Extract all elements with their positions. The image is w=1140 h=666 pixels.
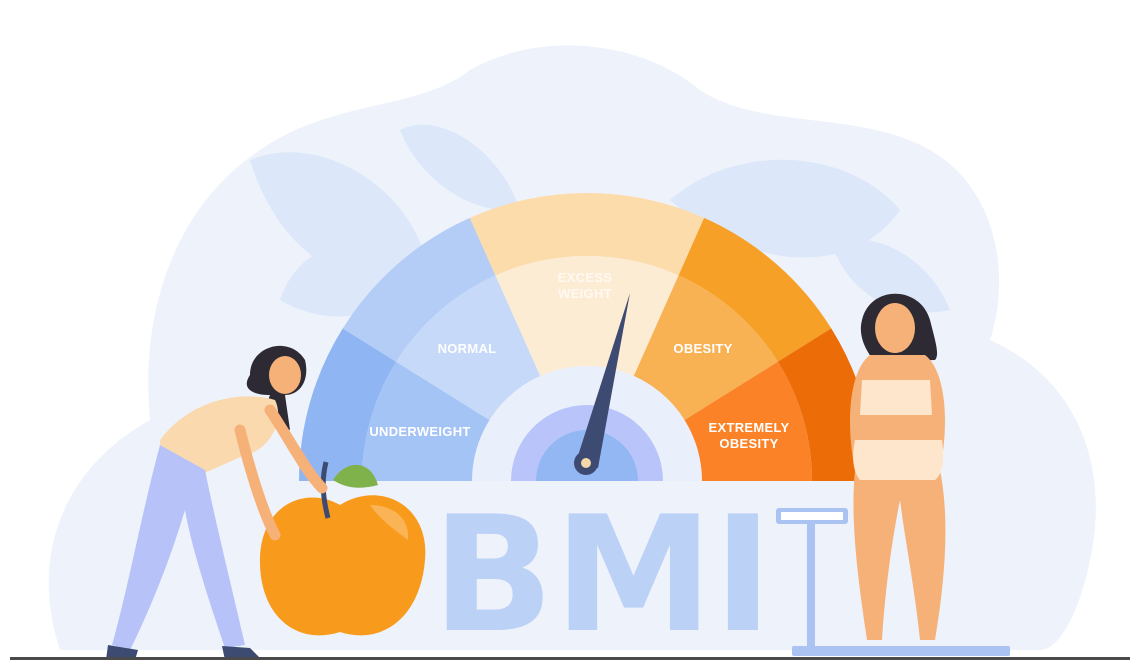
scale-screen bbox=[781, 512, 843, 520]
face bbox=[269, 356, 301, 394]
hub-ring bbox=[472, 366, 702, 481]
ground-line bbox=[10, 657, 1130, 660]
gauge-segment-1-outer bbox=[342, 217, 496, 362]
apple bbox=[259, 461, 426, 636]
arm bbox=[264, 404, 328, 494]
woman-left bbox=[106, 345, 328, 660]
label-obesity: OBESITY bbox=[673, 341, 732, 356]
body-right bbox=[850, 355, 946, 640]
gauge-segment-3-inner bbox=[632, 275, 778, 422]
apple-body bbox=[259, 495, 426, 636]
gauge-segment-4-inner bbox=[681, 361, 812, 481]
gauge-segment-3-outer bbox=[678, 217, 832, 362]
gauge-segment-2-inner bbox=[495, 256, 679, 379]
gauge-segment-0-inner bbox=[362, 361, 493, 481]
label-normal: NORMAL bbox=[438, 341, 497, 356]
arm-2 bbox=[234, 424, 281, 541]
label-excess-line2: WEIGHT bbox=[558, 286, 612, 301]
gauge-segment-1-inner bbox=[396, 275, 542, 422]
shirt bbox=[160, 396, 279, 475]
pants bbox=[112, 445, 245, 650]
leaf-right-2 bbox=[830, 238, 950, 313]
hub-inner-purple bbox=[511, 405, 663, 481]
needle-pivot-dot bbox=[581, 458, 591, 468]
weighing-scale bbox=[776, 508, 1010, 656]
gauge-segment-4-outer bbox=[777, 328, 875, 481]
scale-platform bbox=[792, 646, 1010, 656]
woman-right bbox=[850, 293, 946, 640]
bmi-letters: BMI bbox=[432, 481, 773, 666]
gauge-segment-0-outer bbox=[299, 328, 397, 481]
bmi-gauge bbox=[299, 193, 875, 481]
label-excess-line1: EXCESS bbox=[558, 270, 613, 285]
label-extremely-line2: OBESITY bbox=[719, 436, 778, 451]
scale-pole bbox=[807, 524, 815, 649]
shoe-left bbox=[106, 645, 138, 660]
gauge-segment-2-outer bbox=[469, 193, 705, 276]
face-right bbox=[875, 303, 915, 353]
label-underweight: UNDERWEIGHT bbox=[369, 424, 470, 439]
apple-leaf bbox=[333, 464, 378, 488]
leaf-center bbox=[400, 124, 520, 211]
apple-highlight bbox=[370, 505, 409, 540]
gauge-needle bbox=[576, 293, 630, 468]
shoe-right bbox=[222, 646, 262, 660]
shorts-right bbox=[853, 440, 944, 480]
label-extremely-line1: EXTREMELY bbox=[709, 420, 790, 435]
top-right bbox=[860, 380, 932, 415]
